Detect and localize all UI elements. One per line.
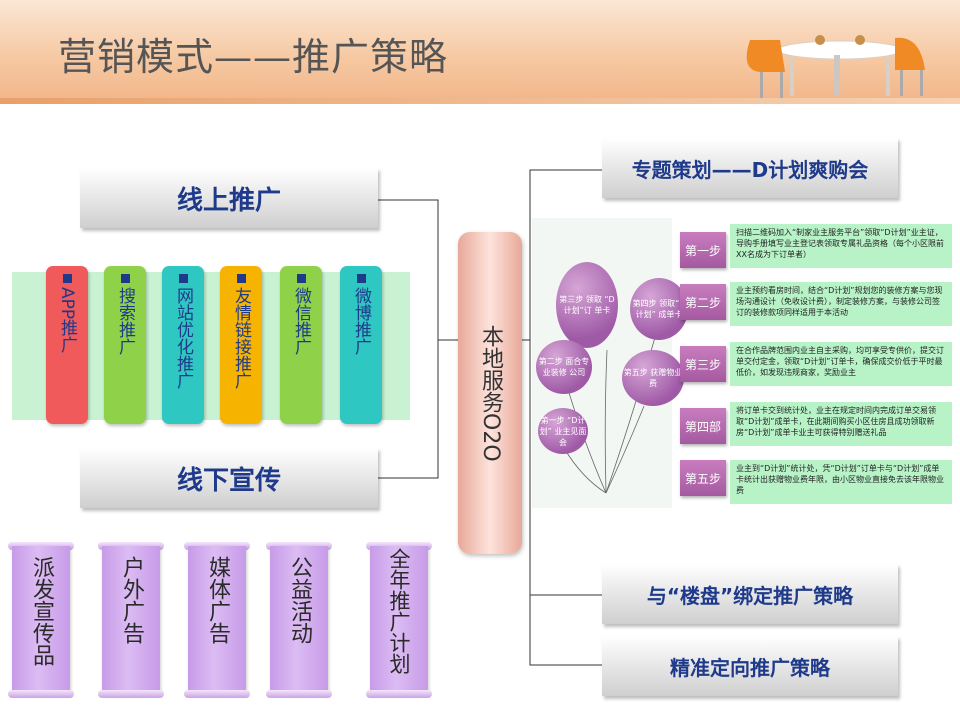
step-1-label: 第一步 [680, 232, 726, 268]
offline-item-annual-plan: 全年推广计划 [370, 546, 428, 694]
bullet-icon [120, 274, 130, 283]
online-item-label: 友情链接推广 [231, 287, 251, 389]
page-title: 营销模式——推广策略 [58, 35, 449, 79]
online-item-links: 友情链接推广 [220, 266, 262, 424]
online-item-label: 微博推广 [351, 287, 371, 355]
offline-item-flyers: 派发宣传品 [12, 546, 70, 694]
balloon-step-1: 第一步 “D计划” 业主见面会 [538, 408, 588, 454]
property-binding-strategy-label: 与“楼盘”绑定推广策略 [602, 564, 898, 624]
offline-promotion-label: 线下宣传 [80, 448, 378, 508]
offline-item-label: 户外广告 [119, 556, 144, 644]
balloon-step-3: 第三步 领取 “D计划”订 单卡 [556, 262, 618, 348]
balloon-step-2: 第二步 面合专业装修 公司 [536, 340, 592, 394]
offline-item-label: 全年推广计划 [387, 548, 411, 674]
offline-item-outdoor: 户外广告 [102, 546, 160, 694]
scroll-roll-bottom [184, 690, 250, 698]
step-1-description: 扫描二维码加入“制家业主服务平台”领取“D计划”业主证，导购手册填写业主登记表领… [730, 224, 952, 268]
step-5-label: 第五步 [680, 460, 726, 496]
step-2-description: 业主预约看房时间，结合“D计划”规划您的装修方案与您现场沟通设计（免收设计费），… [730, 282, 952, 326]
scroll-roll-bottom [366, 690, 432, 698]
bullet-icon [296, 274, 306, 283]
online-promotion-label: 线上推广 [80, 168, 378, 228]
step-3-label: 第三步 [680, 346, 726, 382]
step-4-label: 第四部 [680, 408, 726, 444]
online-item-wechat: 微信推广 [280, 266, 322, 424]
topic-planning-label: 专题策划——D计划爽购会 [602, 138, 898, 198]
online-item-label: 搜索推广 [115, 287, 135, 355]
center-o2o-pill: 本地服务O2O [458, 232, 522, 554]
offline-item-label: 公益活动 [287, 556, 312, 644]
scroll-roll-bottom [98, 690, 164, 698]
bullet-icon [356, 274, 366, 283]
offline-item-charity: 公益活动 [270, 546, 328, 694]
online-item-search: 搜索推广 [104, 266, 146, 424]
scroll-roll-bottom [8, 690, 74, 698]
step-4-description: 将订单卡交到统计处，业主在规定时间内完成订单交易领取“D计划”成单卡，在此期间购… [730, 402, 952, 446]
online-item-app: APP推广 [46, 266, 88, 424]
precise-targeting-strategy-label: 精准定向推广策略 [602, 636, 898, 696]
step-5-description: 业主到“D计划”统计处，凭“D计划”订单卡与“D计划”成单卡统计出获赠物业费年限… [730, 460, 952, 504]
furniture-illustration-icon [746, 35, 925, 98]
bullet-icon [62, 274, 72, 283]
offline-item-label: 派发宣传品 [29, 556, 54, 666]
scroll-roll-bottom [266, 690, 332, 698]
online-item-seo: 网站优化推广 [162, 266, 204, 424]
offline-item-media: 媒体广告 [188, 546, 246, 694]
online-item-label: 微信推广 [291, 287, 311, 355]
step-3-description: 在合作品牌范围内业主自主采购，均可享受专供价，提交订单交付定金，领取“D计划”订… [730, 342, 952, 386]
bullet-icon [236, 274, 246, 283]
bullet-icon [178, 274, 188, 283]
balloon-step-5: 第五步 获赠物业费 [622, 350, 684, 406]
step-2-label: 第二步 [680, 284, 726, 320]
online-item-label: APP推广 [57, 287, 77, 354]
online-item-label: 网站优化推广 [173, 287, 193, 389]
balloon-step-4: 第四步 领取“D计划” 成单卡 [630, 278, 688, 340]
header-divider [0, 98, 960, 104]
center-o2o-label: 本地服务O2O [478, 324, 503, 462]
offline-item-label: 媒体广告 [205, 556, 230, 644]
online-item-weibo: 微博推广 [340, 266, 382, 424]
